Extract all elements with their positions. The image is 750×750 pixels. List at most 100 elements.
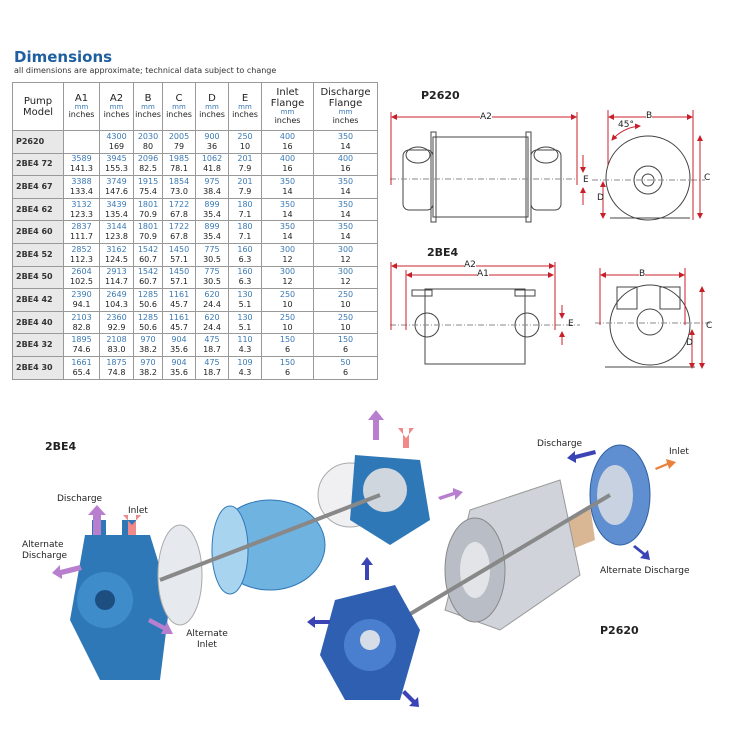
value-mm: 150 (279, 335, 296, 345)
value-mm: 2096 (137, 154, 159, 164)
unit-inches: inches (135, 110, 161, 120)
value-mm: 250 (337, 289, 354, 299)
dim-label-a2: A2 (480, 112, 492, 123)
dim-label-c: C (704, 173, 711, 183)
value-inches: 18.7 (203, 367, 221, 377)
value-inches: 14 (340, 141, 351, 151)
dim-label-e-2be4: E (568, 319, 574, 329)
value-mm: 1062 (201, 154, 223, 164)
value-mm: 1875 (106, 357, 127, 367)
value-mm: 1895 (71, 335, 92, 345)
value-mm: 109 (237, 357, 253, 367)
value-mm: 250 (337, 312, 354, 322)
value-inches: 80 (142, 141, 154, 151)
value-inches: 111.7 (70, 232, 93, 242)
dim-label-d: D (597, 193, 604, 203)
value-inches: 35.6 (170, 345, 188, 355)
p2620-end-dimensions (600, 110, 703, 220)
value-inches: 14 (340, 232, 351, 242)
value-inches: 147.6 (105, 186, 128, 196)
value-inches: 35.6 (170, 367, 188, 377)
value-inches: 6.3 (238, 277, 252, 287)
unit-inches: inches (166, 110, 192, 120)
p2620-end-view (592, 135, 705, 221)
value-inches: 16 (282, 164, 293, 174)
value-mm: 50 (340, 357, 351, 367)
value-inches: 6 (342, 367, 349, 377)
2be4-alternate-inlet-label: Alternate Inlet (186, 629, 228, 650)
value-mm: 899 (204, 222, 220, 232)
column-name: E (241, 92, 249, 104)
value-mm: 975 (204, 176, 220, 186)
value-mm: 970 (140, 335, 156, 345)
p2620-drawing-title: P2620 (421, 89, 460, 102)
2be4-end-view (595, 284, 710, 368)
value-mm: 2103 (71, 312, 92, 322)
value-mm: 899 (204, 199, 220, 209)
value-mm: 350 (337, 222, 354, 232)
2be4-inlet-label: Inlet (128, 506, 148, 516)
value-inches: 6 (284, 367, 291, 377)
value-inches: 10 (282, 322, 293, 332)
value-mm: 1801 (137, 199, 159, 209)
value-inches: 6 (284, 345, 291, 355)
p2620-discharge-label: Discharge (537, 439, 583, 449)
unit-inches: inches (103, 110, 130, 120)
value-mm: 201 (237, 154, 253, 164)
value-mm: 3144 (106, 222, 127, 232)
value-inches: 133.4 (70, 186, 93, 196)
page-title: Dimensions (14, 48, 113, 66)
value-mm: 350 (279, 222, 296, 232)
value-inches: 10 (239, 141, 251, 151)
2be4-exploded-illustration (52, 410, 463, 680)
value-mm: 2852 (71, 244, 92, 254)
value-inches: 114.7 (105, 277, 128, 287)
value-mm: 1161 (168, 289, 190, 299)
p2620-side-view (390, 131, 575, 223)
pump-model-cell: P2620 (12, 130, 64, 154)
value-inches: 83.0 (107, 345, 126, 355)
value-mm: 1542 (137, 244, 159, 254)
value-inches: 135.4 (105, 209, 128, 219)
dim-label-a2-2be4: A2 (464, 260, 476, 271)
pump-model-cell: 2BE4 67 (12, 175, 64, 199)
value-inches: 70.9 (139, 232, 157, 242)
value-inches: 155.3 (105, 164, 128, 174)
unit-mm: mm (141, 102, 155, 111)
value-inches: 14 (282, 186, 293, 196)
value-inches: 14 (340, 209, 351, 219)
value-mm: 2390 (71, 289, 92, 299)
value-mm: 3162 (106, 244, 127, 254)
value-mm: 2360 (106, 312, 127, 322)
value-inches: 124.5 (105, 254, 128, 264)
value-inches: 14 (282, 232, 293, 242)
value-mm: 1450 (168, 267, 190, 277)
value-inches: 36 (206, 141, 218, 151)
pump-model-cell: 2BE4 60 (12, 220, 64, 244)
value-mm: 180 (237, 222, 253, 232)
value-mm: 904 (171, 357, 187, 367)
value-inches: 92.9 (107, 322, 126, 332)
unit-mm: mm (280, 108, 295, 117)
value-mm: 180 (237, 199, 253, 209)
value-mm: 1285 (137, 312, 159, 322)
value-inches: 82.8 (72, 322, 91, 332)
p2620-exploded-illustration (307, 444, 676, 707)
pump-model-cell: 2BE4 72 (12, 152, 64, 177)
value-mm: 400 (279, 154, 296, 164)
value-inches: 4.3 (238, 345, 252, 355)
value-mm: 250 (279, 312, 296, 322)
